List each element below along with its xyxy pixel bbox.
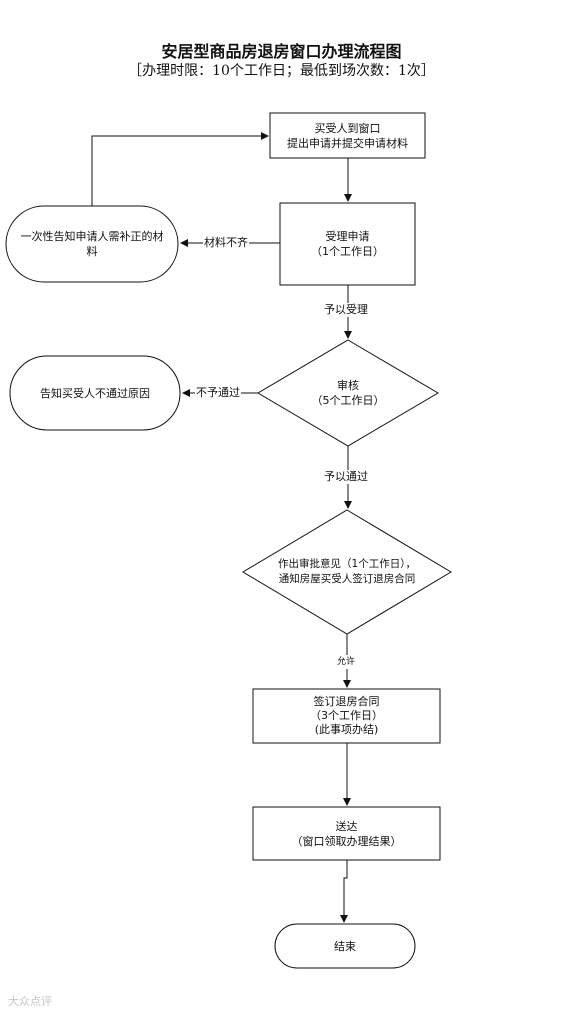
node-notify-reject-shape [9,355,181,431]
node-deliver-line2: （窗口领取办理结果） [291,834,402,848]
edge-label-incomplete: 材料不齐 [203,236,249,250]
node-sign-line1: 签订退房合同 [313,695,380,708]
node-deliver-line1: 送达 [335,819,358,833]
node-notify-supplement-line2: 料 [86,245,98,258]
node-approve-line2: 通知房屋买受人签订退房合同 [278,573,416,585]
node-review: 审核 （5个工作日） [288,368,408,418]
node-accept-line2: （1个工作日） [311,245,384,258]
edge-deliver-to-end [340,860,348,923]
node-deliver-shape [252,806,441,861]
node-deliver: 送达 （窗口领取办理结果） [253,807,440,860]
node-apply-line2: 提出申请并提交申请材料 [287,136,408,150]
node-review-line2: （5个工作日） [311,394,385,407]
edge-label-rejected: 不予通过 [195,386,241,400]
node-apply-shape [269,112,426,159]
page-title: 安居型商品房退房窗口办理流程图 [161,42,402,61]
node-review-line1: 审核 [337,379,359,392]
node-apply-line1: 买受人到窗口 [314,121,381,135]
node-sign-line3: (此事项办结) [314,723,379,736]
node-notify-reject-line1: 告知买受人不通过原因 [40,386,150,400]
node-sign: 签订退房合同 （3个工作日） (此事项办结) [253,689,440,743]
node-notify-reject: 告知买受人不通过原因 [10,356,180,430]
node-approve: 作出审批意见（1个工作日）， 通知房屋买受人签订退房合同 [253,550,441,594]
node-apply: 买受人到窗口 提出申请并提交申请材料 [270,113,425,158]
node-sign-line2: （3个工作日） [310,709,383,722]
edge-label-accepted: 予以受理 [323,303,369,317]
edge-label-allowed: 允许 [336,655,357,669]
node-notify-supplement: 一次性告知申请人需补正的材 料 [6,206,178,282]
node-sign-shape [252,688,441,744]
node-end-shape [274,923,416,969]
node-notify-supplement-line1: 一次性告知申请人需补正的材 [20,230,164,243]
page-subtitle: ［办理时限：10个工作日；最低到场次数：1次］ [128,63,435,79]
edge-supplement-to-apply [91,132,269,206]
node-approve-line1: 作出审批意见（1个工作日）， [278,558,416,570]
node-accept: 受理申请 （1个工作日） [280,203,415,285]
node-end: 结束 [275,924,415,968]
node-end-line1: 结束 [334,939,356,953]
node-accept-shape [279,202,416,286]
watermark-logo: 大众点评 [8,995,52,1008]
edge-label-passed: 予以通过 [323,470,369,484]
node-accept-line1: 受理申请 [325,230,370,243]
